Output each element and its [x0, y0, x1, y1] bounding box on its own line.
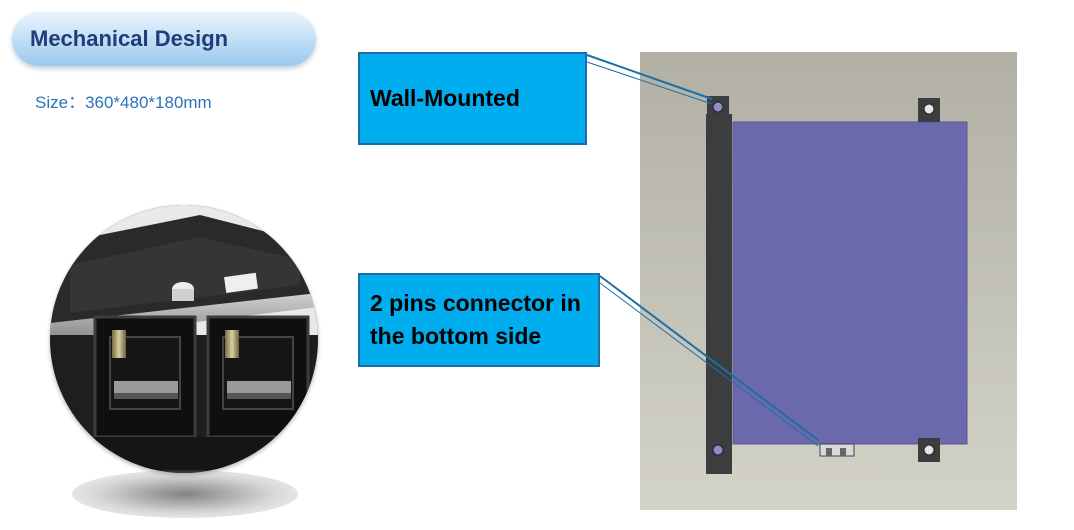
connector-illustration [50, 205, 318, 473]
mount-hole-bottom-left [712, 444, 724, 456]
enclosure-body [732, 121, 968, 445]
mount-hole-top-left [712, 101, 724, 113]
section-title: Mechanical Design [30, 26, 229, 51]
enclosure-illustration [706, 96, 968, 474]
leader-line-pins [599, 275, 819, 441]
mount-hole-bottom-right [923, 444, 935, 456]
device-drawing-panel [640, 52, 1017, 510]
photo-shadow [72, 470, 298, 518]
callout-pins-connector: 2 pins connector in the bottom side [358, 273, 600, 367]
callout-pins-line2: the bottom side [370, 323, 542, 349]
mounting-bar [706, 114, 732, 474]
size-spec: Size：360*480*180mm [35, 93, 212, 112]
callout-wall-mounted: Wall-Mounted [358, 52, 587, 145]
section-title-pill: Mechanical Design [12, 12, 316, 66]
callout-wall-mounted-text: Wall-Mounted [370, 85, 520, 111]
mount-hole-top-right [923, 103, 935, 115]
leader-line-wall [586, 54, 713, 100]
callout-pins-line1: 2 pins connector in [370, 290, 581, 316]
connector-photo [50, 205, 318, 473]
